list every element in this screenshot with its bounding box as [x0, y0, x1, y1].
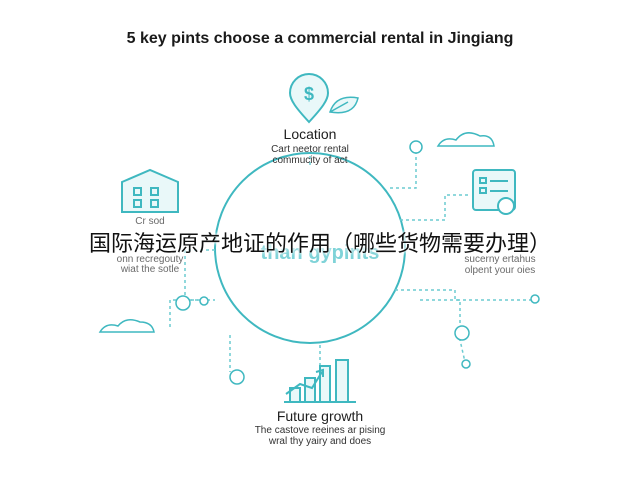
- right-node-line-1: sucerny ertahus: [464, 254, 536, 265]
- cloud-icon: [98, 319, 155, 333]
- overlay-caption: 国际海运原产地证的作用（哪些货物需要办理）: [88, 231, 551, 256]
- dollar-sign: $: [304, 84, 314, 104]
- cloud-icon: [436, 132, 495, 147]
- bar-chart-growth-icon: [284, 359, 356, 403]
- growth-heading: Future growth: [276, 408, 364, 424]
- connector-nodes: [175, 140, 540, 385]
- center-text: than gypints: [215, 240, 425, 266]
- leaf-icon: [329, 96, 359, 114]
- left-node-line-3: wiat the sotle: [120, 264, 180, 275]
- connector-lines: [169, 148, 535, 372]
- building-icon: [121, 168, 179, 213]
- location-heading: Location: [283, 126, 337, 142]
- left-node-line-1: Cr sod: [135, 216, 165, 227]
- right-node-line-2: olpent your oies: [464, 265, 536, 276]
- dollar-pin-icon: [288, 73, 330, 124]
- page-title: 5 key pints choose a commercial rental i…: [126, 30, 514, 47]
- left-node-line-2: onn recregouty: [116, 254, 184, 265]
- location-line-1: Cart neetor rental: [271, 144, 349, 155]
- growth-line-1: The castove reeines ar pising: [254, 425, 386, 436]
- growth-line-2: wral thy yairy and does: [268, 436, 372, 447]
- location-line-2: commucity of act: [272, 155, 348, 166]
- center-circle: [214, 152, 406, 344]
- center-line-2: than gypints: [260, 242, 380, 264]
- document-list-icon: [472, 169, 516, 215]
